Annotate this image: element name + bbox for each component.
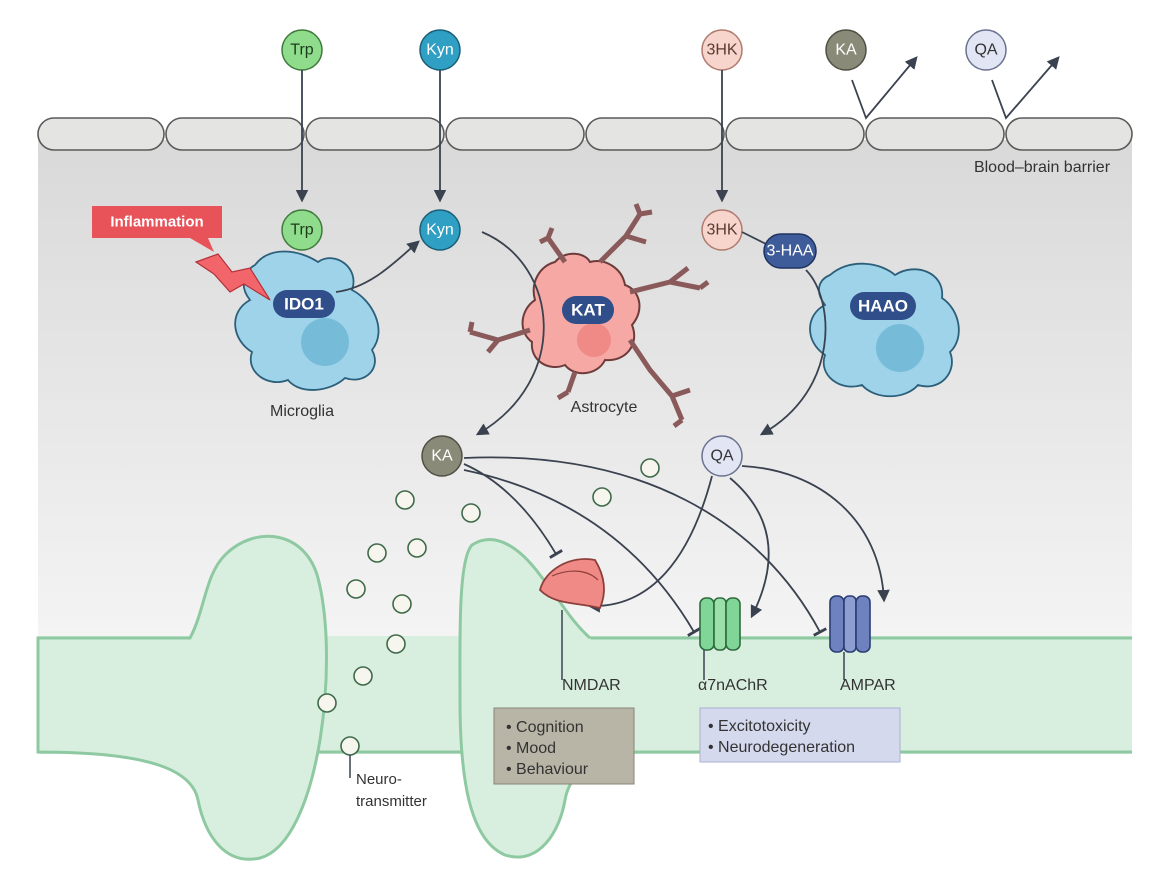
haao-enzyme: HAAO — [850, 292, 916, 320]
ka-efflux-arrow — [851, 56, 918, 120]
a7nachr-label: α7nAChR — [698, 677, 768, 694]
ka-brain-label: KA — [431, 448, 453, 465]
presynaptic-terminal — [36, 534, 328, 861]
ampar-receptor — [829, 595, 871, 680]
blood-brain-barrier — [37, 117, 1133, 151]
haao-to-qa-arrow — [759, 269, 827, 436]
neurotransmitter-marker — [340, 736, 360, 778]
outcome-box-left: • Cognition • Mood • Behaviour — [493, 707, 635, 785]
ido1-label: IDO1 — [284, 295, 324, 314]
blood-brain-barrier-label: Blood–brain barrier — [974, 159, 1111, 176]
trp-brain: Trp — [281, 209, 323, 251]
three-hk-brain-label: 3HK — [706, 222, 737, 239]
outcome-left-item: • Cognition — [506, 719, 584, 736]
qa-brain: QA — [701, 435, 743, 477]
qa-brain-label: QA — [710, 448, 733, 465]
nmdar-label: NMDAR — [562, 677, 621, 694]
qa-blood-label: QA — [974, 42, 997, 59]
inflammation-label: Inflammation — [110, 214, 203, 231]
three-hk-blood-label: 3HK — [706, 42, 737, 59]
microglia-right-nucleus — [876, 324, 924, 372]
a7nachr-receptor — [699, 597, 741, 680]
three-hk-to-three-haa-link — [741, 231, 767, 245]
kyn-to-ka-arrow — [475, 231, 545, 436]
neurotransmitter-vesicles — [317, 458, 660, 713]
ampar-label: AMPAR — [840, 677, 896, 694]
qa-activates-nmdar — [587, 475, 713, 613]
haao-label: HAAO — [858, 297, 908, 316]
astrocyte-label: Astrocyte — [571, 399, 638, 416]
ka-blood-label: KA — [835, 42, 857, 59]
qa-efflux-arrow — [991, 56, 1060, 120]
lightning-bolt-icon — [194, 253, 271, 301]
inflammation-callout: Inflammation — [92, 206, 222, 252]
kyn-blood: Kyn — [419, 29, 461, 71]
qa-activates-a7nachr — [729, 477, 770, 619]
ka-brain: KA — [421, 435, 463, 477]
qa-activates-ampar — [741, 465, 890, 603]
three-haa-label: 3-HAA — [766, 243, 813, 260]
kat-label: KAT — [571, 301, 605, 320]
transmitter-label: transmitter — [356, 793, 427, 810]
microglia-label: Microglia — [270, 403, 334, 420]
outcome-left-item: • Behaviour — [506, 761, 589, 778]
three-hk-blood: 3HK — [701, 29, 743, 71]
outcome-box-right: • Excitotoxicity • Neurodegeneration — [699, 707, 901, 763]
ka-inhibits-a7nachr — [463, 469, 701, 637]
kat-enzyme: KAT — [562, 296, 614, 324]
kyn-brain: Kyn — [419, 209, 461, 251]
qa-blood: QA — [965, 29, 1007, 71]
three-haa-molecule: 3-HAA — [763, 233, 817, 269]
ka-blood: KA — [825, 29, 867, 71]
three-hk-brain: 3HK — [701, 209, 743, 251]
ido1-enzyme: IDO1 — [273, 290, 335, 318]
astrocyte-nucleus — [577, 323, 611, 357]
trp-blood: Trp — [281, 29, 323, 71]
outcome-right-item: • Neurodegeneration — [708, 739, 855, 756]
ido1-to-kyn-arrow — [335, 240, 420, 293]
kyn-brain-label: Kyn — [426, 222, 454, 239]
trp-blood-label: Trp — [290, 42, 314, 59]
outcome-right-item: • Excitotoxicity — [708, 718, 811, 735]
kyn-blood-label: Kyn — [426, 42, 454, 59]
trp-brain-label: Trp — [290, 222, 314, 239]
nmdar-receptor — [539, 558, 605, 680]
ka-inhibits-ampar — [463, 456, 828, 637]
outcome-left-item: • Mood — [506, 740, 556, 757]
neuro-label: Neuro- — [356, 771, 402, 788]
ka-inhibits-nmdar — [463, 463, 563, 559]
microglia-nucleus — [301, 318, 349, 366]
